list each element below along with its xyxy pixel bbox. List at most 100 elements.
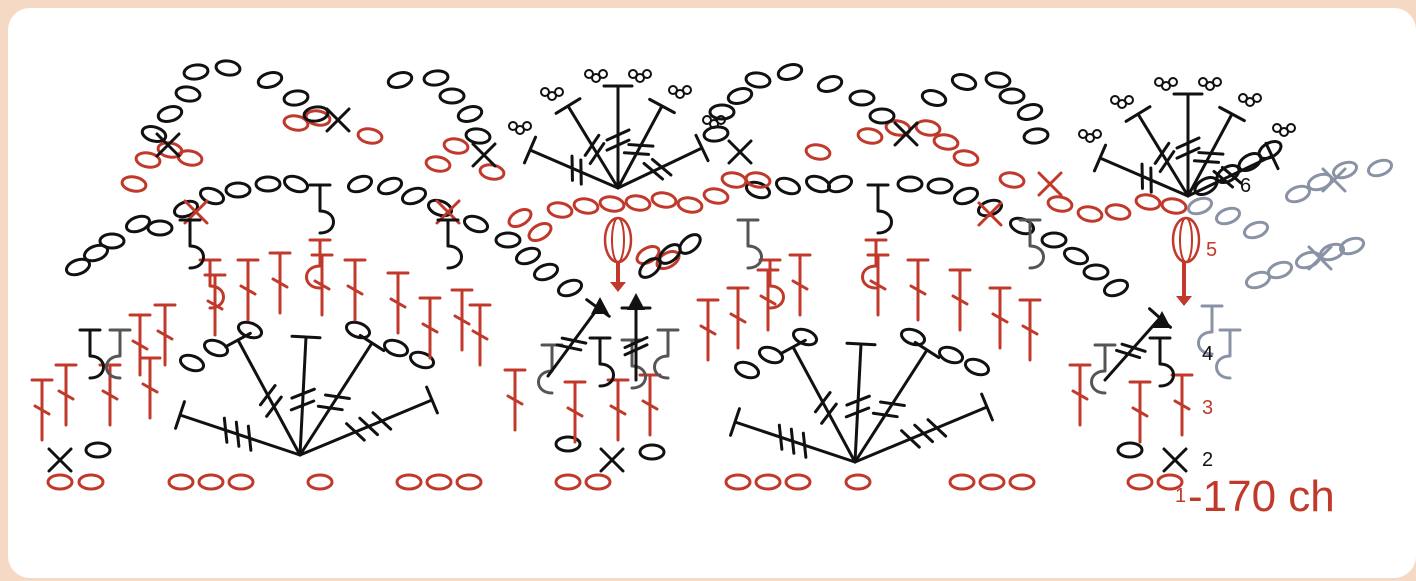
half-double-crochet-symbol [140, 358, 160, 418]
chain-stitch-symbol [1077, 205, 1103, 223]
half-double-crochet-symbol [908, 260, 928, 320]
chain-stitch-symbol [999, 171, 1025, 189]
chain-stitch-symbol [532, 261, 559, 282]
chain-stitch-symbol [157, 104, 184, 124]
half-double-crochet-symbol [205, 275, 225, 335]
chain-stitch-symbol [915, 119, 941, 137]
chain-stitch-symbol [308, 475, 332, 489]
chain-stitch-symbol [148, 221, 172, 235]
half-double-crochet-symbol [790, 255, 810, 315]
half-double-crochet-symbol [270, 253, 290, 313]
picot-symbol [555, 88, 563, 96]
chain-stitch-symbol [1186, 195, 1213, 216]
chain-stitch-symbol [1017, 102, 1044, 122]
picot-symbol [1093, 130, 1101, 138]
chain-stitch-symbol [427, 475, 451, 489]
chain-stitch-symbol [462, 213, 489, 234]
chain-stitch-symbol [727, 86, 754, 106]
chain-stitch-symbol [952, 185, 979, 206]
picot-symbol [1253, 94, 1261, 102]
chain-stitch-symbol [100, 234, 124, 248]
chain-stitch-symbol [733, 359, 760, 380]
row-label-1: 1 [1175, 486, 1186, 506]
puff-stitch-symbol [612, 218, 624, 262]
chain-stitch-symbol [950, 475, 974, 489]
chain-stitch-symbol [121, 175, 147, 193]
chain-stitch-symbol [346, 173, 373, 194]
linked-stitch-symbol [1092, 345, 1116, 393]
chain-stitch-symbol [526, 220, 554, 244]
half-double-crochet-symbol [505, 370, 525, 430]
chain-stitch-symbol [898, 177, 922, 191]
chain-stitch-symbol [1161, 197, 1187, 215]
chain-count-label: -170 ch [1188, 473, 1335, 521]
single-crochet-symbol [1309, 247, 1331, 269]
half-double-crochet-symbol [312, 255, 332, 315]
chain-stitch-symbol [423, 69, 449, 86]
half-double-crochet-symbol [698, 300, 718, 360]
half-double-crochet-symbol [420, 298, 440, 358]
chain-stitch-symbol [556, 277, 583, 298]
chain-stitch-symbol [951, 72, 978, 92]
half-double-crochet-symbol [758, 270, 778, 330]
chain-stitch-symbol [400, 185, 427, 206]
picot-symbol [599, 70, 607, 78]
linked-stitch-symbol [539, 345, 563, 393]
chain-stitch-symbol [721, 171, 747, 189]
chain-stitch-symbol [640, 445, 664, 459]
chain-stitch-symbol [777, 62, 804, 82]
chain-stitch-symbol [1084, 265, 1108, 279]
chain-stitch-symbol [48, 475, 72, 489]
chain-stitch-symbol [397, 475, 421, 489]
chain-stitch-symbol [440, 89, 464, 103]
chart-card: 1 2 3 4 5 6 -170 ch [8, 8, 1416, 578]
puff-stitch-symbol [605, 218, 631, 262]
linked-stitch-symbol [738, 220, 762, 268]
chain-stitch-symbol [599, 195, 625, 213]
chain-stitch-symbol [870, 109, 894, 123]
linked-stitch-symbol [1150, 338, 1174, 386]
chain-stitch-symbol [169, 475, 193, 489]
chain-stitch-symbol [229, 475, 253, 489]
chain-stitch-symbol [256, 177, 280, 191]
half-double-crochet-symbol [1130, 382, 1150, 442]
chain-stitch-symbol [257, 70, 284, 90]
chain-stitch-symbol [1128, 475, 1152, 489]
chain-stitch-symbol [387, 70, 414, 90]
linked-stitch-symbol [1217, 330, 1241, 378]
chain-stitch-symbol [443, 137, 469, 155]
picot-symbol [683, 86, 691, 94]
crochet-stitch-symbol [291, 336, 320, 455]
half-double-crochet-symbol [238, 260, 258, 320]
chain-stitch-symbol [177, 149, 203, 167]
chain-stitch-symbol [506, 206, 534, 230]
chain-stitch-symbol [183, 63, 209, 80]
half-double-crochet-symbol [32, 380, 52, 440]
chain-stitch-symbol [215, 59, 241, 76]
chain-stitch-symbol [1338, 235, 1365, 256]
row-label-3: 3 [1202, 398, 1213, 418]
chain-stitch-symbol [757, 344, 784, 365]
half-double-crochet-symbol [990, 288, 1010, 348]
linked-stitch-symbol [438, 220, 462, 268]
chain-stitch-symbol [846, 475, 870, 489]
chain-stitch-symbol [282, 173, 309, 194]
half-double-crochet-symbol [345, 260, 365, 320]
chain-stitch-symbol [1242, 219, 1269, 240]
chain-stitch-symbol [980, 475, 1004, 489]
single-crochet-symbol [1164, 449, 1186, 471]
chain-stitch-symbol [556, 475, 580, 489]
chain-stitch-symbol [921, 88, 948, 108]
chain-stitch-symbol [786, 475, 810, 489]
half-double-crochet-symbol [728, 288, 748, 348]
chain-stitch-symbol [226, 183, 250, 197]
crochet-stitch-symbol [622, 308, 650, 380]
single-crochet-symbol [601, 449, 623, 471]
slip-stitch-arrow-head [1176, 296, 1192, 306]
linked-stitch-symbol [655, 330, 679, 378]
crochet-stitch-symbol [176, 402, 300, 455]
half-double-crochet-symbol [388, 273, 408, 333]
row-label-2: 2 [1202, 450, 1213, 470]
chain-stitch-symbol [1366, 157, 1393, 178]
chain-stitch-symbol [1042, 233, 1066, 247]
